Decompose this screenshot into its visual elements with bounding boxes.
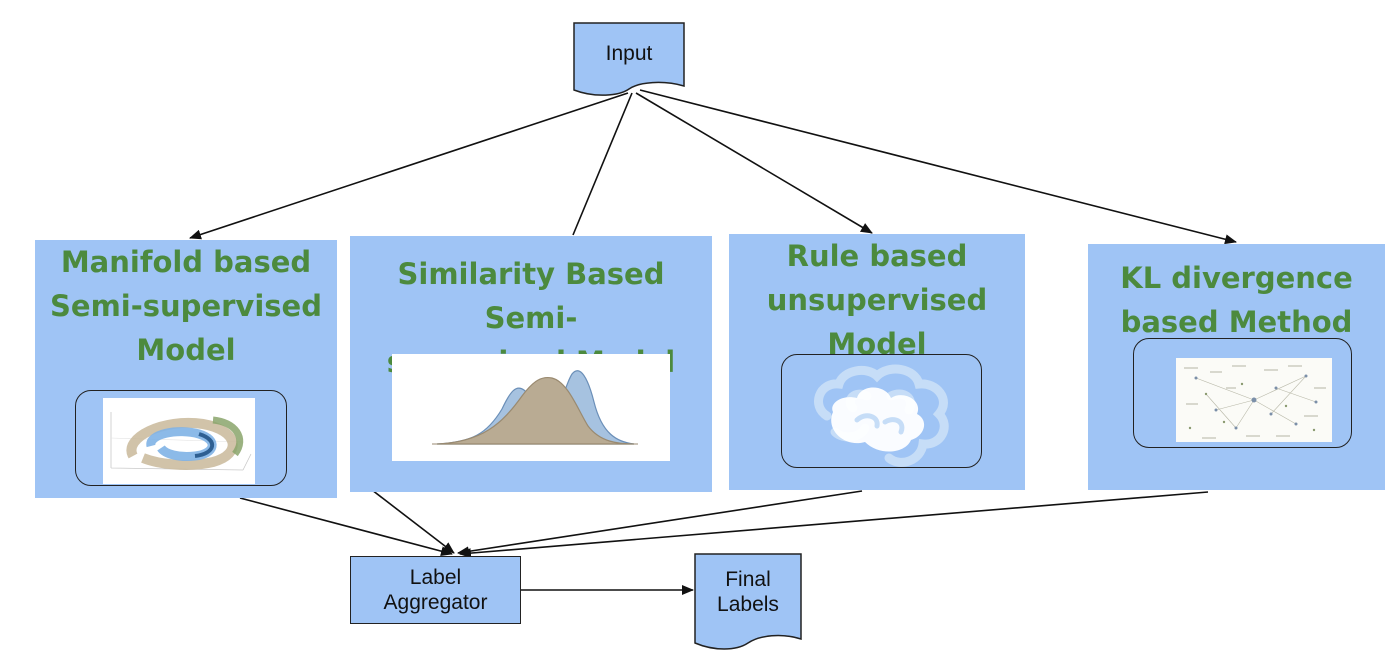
- document-shape: [694, 553, 802, 650]
- rule-image-frame: [781, 354, 982, 468]
- rule-model-box[interactable]: Rule based unsupervised Model: [729, 234, 1025, 490]
- edge-manifold-to-aggregator: [239, 497, 453, 557]
- manifold-model-title: Manifold based Semi-supervised Model: [50, 245, 322, 367]
- input-label: Input: [605, 42, 653, 65]
- density-curves-image: [392, 354, 670, 461]
- edge-similarity-to-aggregator: [371, 489, 455, 554]
- edge-input-to-kl: [639, 89, 1237, 245]
- kl-model-title: KL divergence based Method: [1120, 261, 1353, 339]
- label-aggregator-node[interactable]: Label Aggregator: [350, 556, 521, 624]
- final-labels-node[interactable]: Final Labels: [694, 553, 802, 651]
- manifold-image-frame: [75, 390, 287, 486]
- similarity-model-box[interactable]: Similarity Based Semi- supervised Model: [350, 236, 712, 492]
- kl-image-frame: [1133, 338, 1352, 448]
- edge-input-to-similarity: [572, 92, 633, 236]
- final-labels-label: Final Labels: [717, 568, 779, 616]
- edge-kl-to-aggregator: [459, 491, 1209, 559]
- edge-input-to-rule: [635, 92, 873, 234]
- document-shape: [573, 22, 685, 96]
- rule-model-title: Rule based unsupervised Model: [766, 239, 988, 361]
- brain-icon: [814, 364, 949, 467]
- kl-model-box[interactable]: KL divergence based Method: [1088, 244, 1385, 490]
- input-node[interactable]: Input: [573, 22, 685, 96]
- edge-rule-to-aggregator: [457, 490, 863, 557]
- manifold-model-box[interactable]: Manifold based Semi-supervised Model: [35, 240, 337, 498]
- swiss-roll-manifold-image: [103, 398, 255, 484]
- network-graph-image: [1176, 358, 1332, 442]
- edge-input-to-manifold: [189, 92, 629, 240]
